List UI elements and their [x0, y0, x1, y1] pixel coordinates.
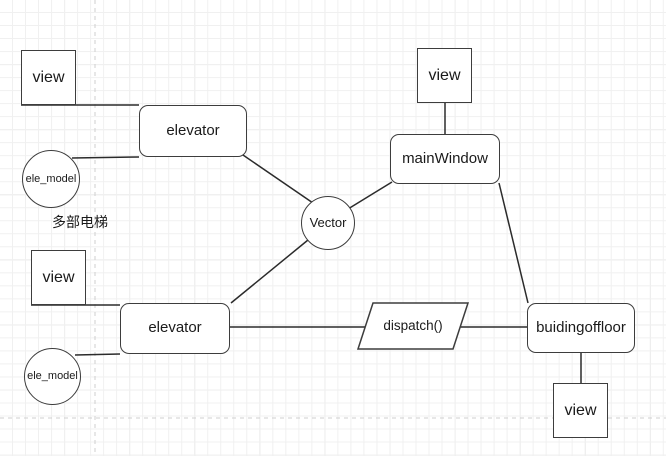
node-label: view [42, 268, 75, 286]
node-label: elevator [148, 319, 202, 337]
node-label: Vector [309, 214, 347, 230]
node-label: ele_model [27, 370, 78, 383]
node-buidingoffloor[interactable]: buidingoffloor [527, 303, 635, 353]
node-label: mainWindow [402, 149, 488, 167]
connector-line[interactable] [74, 353, 121, 356]
node-view-bottom-right[interactable]: view [553, 383, 608, 438]
node-label: view [564, 401, 597, 419]
annotation-note-multi-elevator: 多部电梯 [52, 214, 108, 230]
parallelogram-outline [357, 302, 469, 350]
node-label: view [32, 68, 65, 86]
connector-line[interactable] [230, 239, 309, 304]
connector-line[interactable] [71, 156, 140, 159]
node-mainwindow[interactable]: mainWindow [390, 134, 500, 184]
node-elevator-bottom[interactable]: elevator [120, 303, 230, 354]
node-elevator-top[interactable]: elevator [139, 105, 247, 157]
node-label: buidingoffloor [536, 318, 626, 336]
node-view-top-right[interactable]: view [417, 48, 472, 103]
node-vector[interactable]: Vector [301, 196, 355, 250]
node-dispatch[interactable]: dispatch() [357, 302, 469, 350]
node-label: dispatch() [383, 317, 443, 333]
connector-edges [21, 103, 582, 383]
node-view-mid-left[interactable]: view [31, 250, 86, 305]
connector-line[interactable] [242, 154, 314, 204]
connector-line[interactable] [498, 182, 529, 304]
node-ele-model-top[interactable]: ele_model [22, 150, 80, 208]
node-label: view [428, 66, 461, 84]
node-label: ele_model [25, 172, 77, 185]
connector-line[interactable] [347, 181, 393, 210]
node-ele-model-bottom[interactable]: ele_model [24, 348, 81, 405]
node-label: elevator [166, 121, 220, 139]
node-view-top-left[interactable]: view [21, 50, 76, 105]
